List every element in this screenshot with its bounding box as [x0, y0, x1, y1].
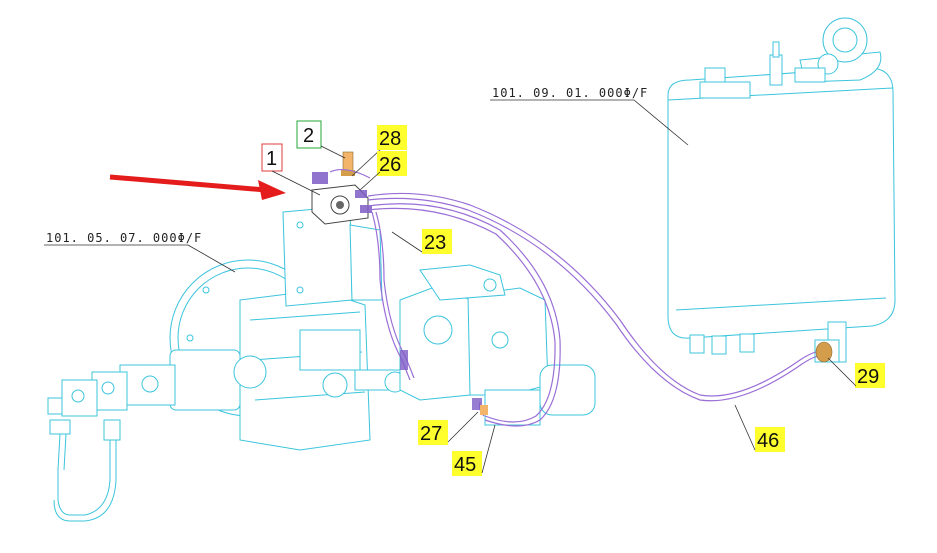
- callout-2[interactable]: 2: [296, 120, 346, 159]
- callout-46[interactable]: 46: [734, 404, 785, 452]
- arrow-right-icon: [109, 174, 286, 200]
- callout-1[interactable]: 1: [261, 143, 321, 196]
- control-valve: [311, 151, 372, 225]
- callout-29[interactable]: 29: [827, 357, 885, 388]
- svg-text:23: 23: [424, 232, 446, 254]
- callout-45[interactable]: 45: [452, 424, 496, 476]
- tank-code-label: 101. 09. 01. 000Φ/F: [490, 86, 689, 146]
- svg-text:101. 05. 07. 000Φ/F: 101. 05. 07. 000Φ/F: [46, 231, 202, 245]
- svg-text:29: 29: [857, 366, 879, 388]
- svg-text:45: 45: [454, 454, 476, 476]
- svg-text:46: 46: [757, 430, 779, 452]
- svg-text:101. 09. 01. 000Φ/F: 101. 09. 01. 000Φ/F: [492, 86, 648, 100]
- left-pump-stack: [47, 349, 267, 522]
- callout-27[interactable]: 27: [418, 411, 479, 445]
- callout-28[interactable]: 28: [351, 125, 407, 177]
- callout-26[interactable]: 26: [359, 151, 407, 191]
- svg-text:28: 28: [379, 128, 401, 150]
- svg-text:1: 1: [266, 148, 277, 170]
- svg-text:26: 26: [379, 154, 401, 176]
- gearbox-assembly: [169, 205, 406, 451]
- gearbox-code-label: 101. 05. 07. 000Φ/F: [44, 231, 236, 273]
- hydraulic-tank: [667, 17, 896, 363]
- hydraulic-pump: [399, 264, 596, 426]
- svg-text:27: 27: [420, 423, 442, 445]
- callout-23[interactable]: 23: [391, 229, 452, 254]
- svg-text:2: 2: [303, 125, 314, 147]
- hydraulic-hoses: [329, 168, 833, 427]
